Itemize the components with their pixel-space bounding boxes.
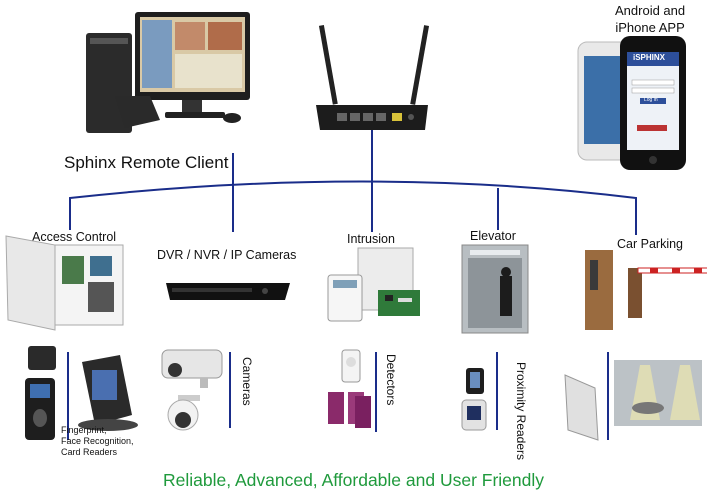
module-title-intrusion: Intrusion (347, 232, 395, 246)
main-bus-line (69, 180, 637, 235)
app-label-line1: Android and (615, 3, 686, 18)
phone-brand-text: iSPHINX (633, 53, 666, 62)
module-title-car-parking: Car Parking (617, 237, 683, 251)
module-title-cameras: DVR / NVR / IP Cameras (157, 248, 297, 262)
app-label: Android and iPhone APP (615, 2, 685, 36)
module-title-access-control: Access Control (32, 230, 117, 244)
phone-login-button-text: Log in (644, 97, 658, 103)
access-readers-label: Fingerprint, Face Recognition, Card Read… (61, 425, 134, 457)
client-label: Sphinx Remote Client (64, 153, 229, 172)
module-title-elevator: Elevator (470, 229, 516, 243)
app-label-line2: iPhone APP (615, 20, 685, 35)
tagline: Reliable, Advanced, Affordable and User … (162, 470, 545, 490)
